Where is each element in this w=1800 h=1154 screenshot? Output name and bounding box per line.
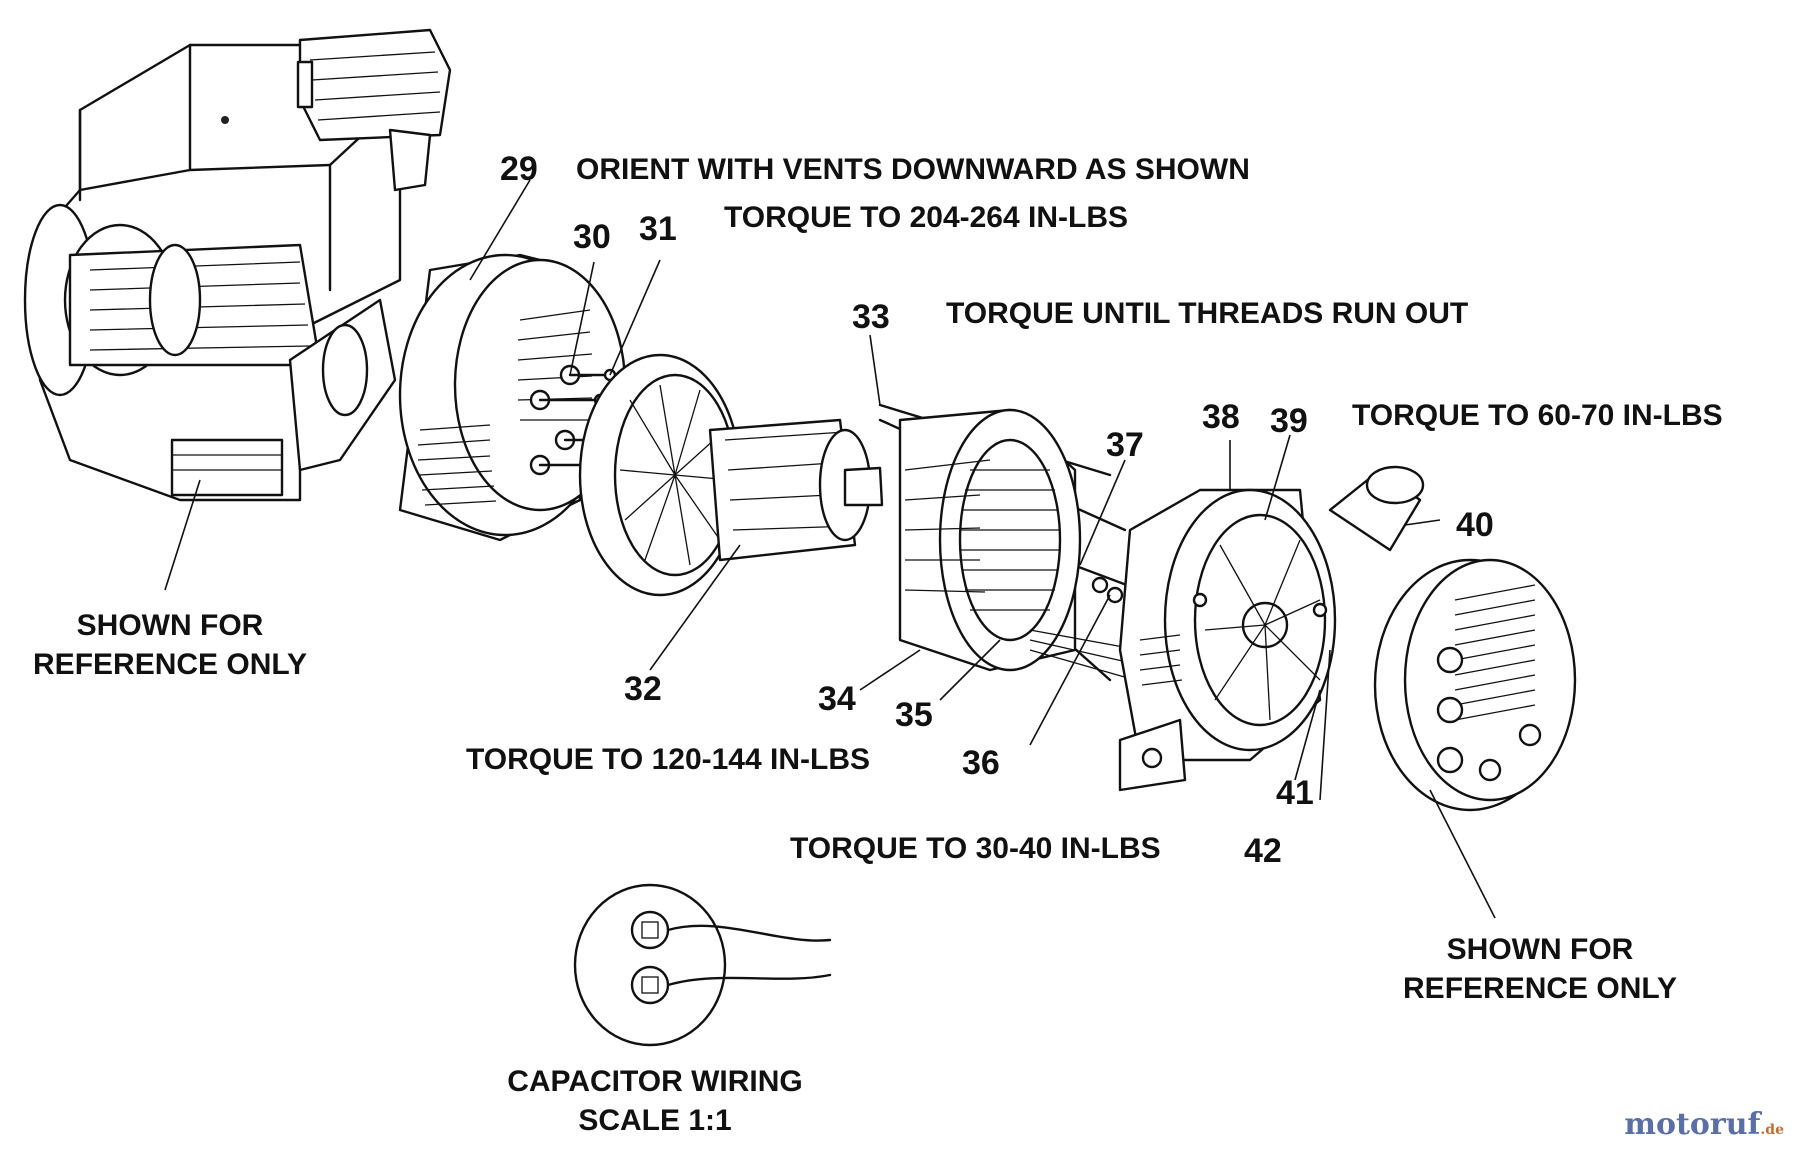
callout-31: 31 — [639, 210, 677, 248]
callout-33: 33 — [852, 298, 890, 336]
note-capacitor-wiring: CAPACITOR WIRING SCALE 1:1 — [507, 1065, 803, 1137]
note-torque-60-70: TORQUE TO 60-70 IN-LBS — [1352, 399, 1723, 432]
note-reference-only-left: SHOWN FOR REFERENCE ONLY — [33, 609, 307, 681]
note-torque-204-264: TORQUE TO 204-264 IN-LBS — [724, 201, 1129, 234]
engine-reference-drawing — [23, 28, 452, 502]
callout-30: 30 — [573, 218, 611, 256]
rotor-fan-part — [578, 353, 884, 597]
stator-part — [898, 408, 1141, 681]
note-torque-threads: TORQUE UNTIL THREADS RUN OUT — [946, 297, 1469, 330]
callout-34: 34 — [818, 680, 856, 718]
note-orient-vents: ORIENT WITH VENTS DOWNWARD AS SHOWN — [576, 153, 1250, 186]
capacitor-wiring-inset — [573, 883, 832, 1047]
note-torque-120-144: TORQUE TO 120-144 IN-LBS — [466, 743, 871, 776]
callout-42: 42 — [1244, 832, 1282, 870]
watermark-logo: motoruf.de — [1624, 1107, 1784, 1142]
callout-39: 39 — [1270, 402, 1308, 440]
leader-lines — [164, 179, 1496, 919]
capacitor-part — [1328, 465, 1425, 552]
callout-29: 29 — [500, 150, 538, 188]
callout-41: 41 — [1276, 774, 1314, 812]
callout-37: 37 — [1106, 426, 1144, 464]
watermark-tld: .de — [1760, 1122, 1784, 1138]
callout-38: 38 — [1202, 398, 1240, 436]
end-cover-reference-drawing — [1373, 558, 1577, 812]
callout-32: 32 — [624, 670, 662, 708]
end-bell-part — [1118, 488, 1337, 792]
note-reference-only-right: SHOWN FOR REFERENCE ONLY — [1403, 933, 1677, 1005]
watermark-brand: motoruf — [1624, 1107, 1761, 1142]
callout-36: 36 — [962, 744, 1000, 782]
callout-40: 40 — [1456, 506, 1494, 544]
note-torque-30-40: TORQUE TO 30-40 IN-LBS — [790, 832, 1161, 865]
callout-35: 35 — [895, 696, 933, 734]
